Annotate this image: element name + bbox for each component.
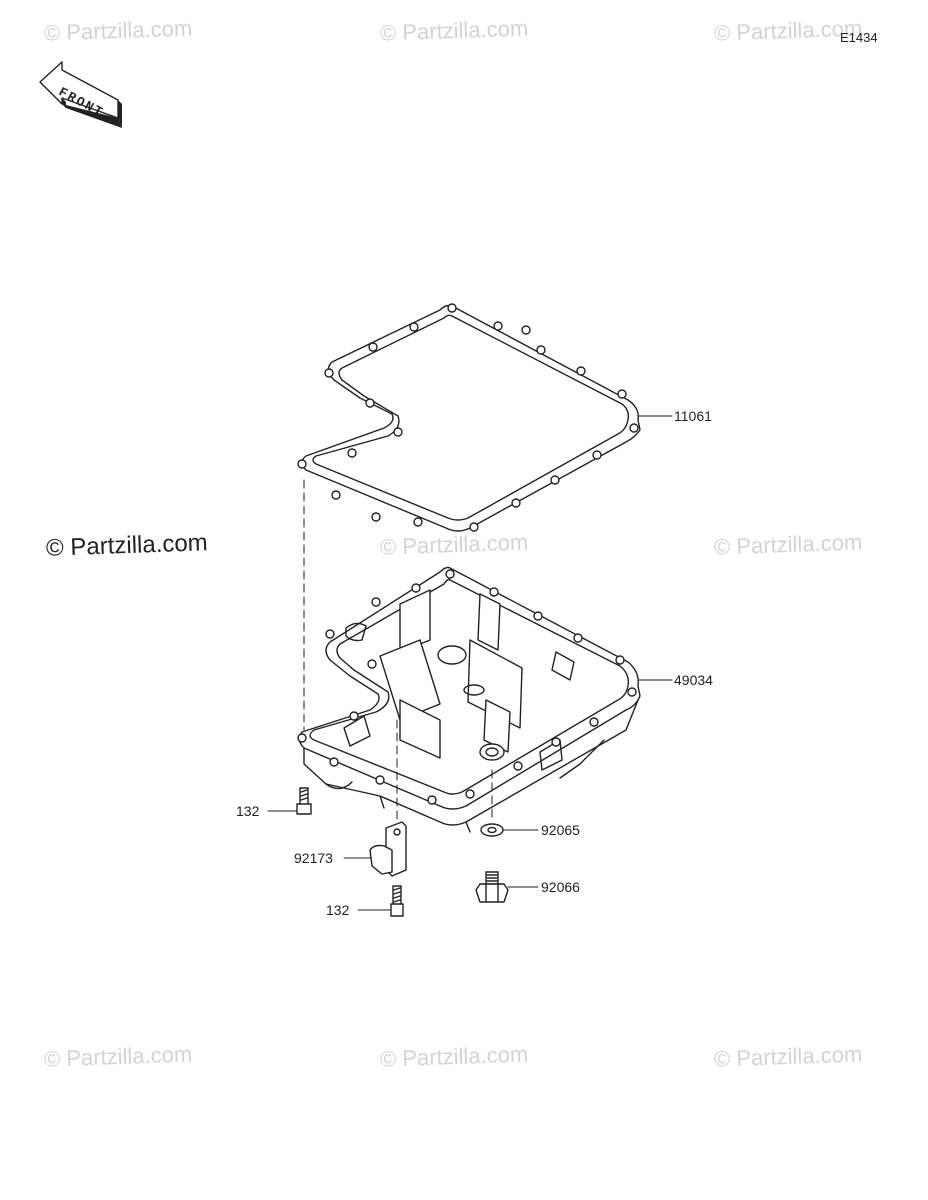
front-arrow-icon: FRONT (39, 61, 122, 128)
callout-92065[interactable]: 92065 (541, 822, 580, 838)
callout-49034[interactable]: 49034 (674, 672, 713, 688)
diagram-code: E1434 (840, 30, 878, 45)
bolt-132-lower[interactable] (390, 885, 404, 917)
callout-11061[interactable]: 11061 (674, 408, 712, 424)
callout-132-lower[interactable]: 132 (326, 902, 350, 918)
bracket-92173[interactable] (369, 821, 407, 877)
callout-132-upper[interactable]: 132 (236, 803, 260, 819)
bolt-132-upper[interactable] (296, 787, 312, 815)
washer-92065[interactable] (480, 823, 504, 837)
oil-pan[interactable] (297, 566, 641, 833)
callout-92173[interactable]: 92173 (294, 850, 333, 866)
drain-plug-92066[interactable] (475, 871, 509, 903)
oil-pan-gasket[interactable] (297, 303, 641, 532)
callout-92066[interactable]: 92066 (541, 879, 580, 895)
